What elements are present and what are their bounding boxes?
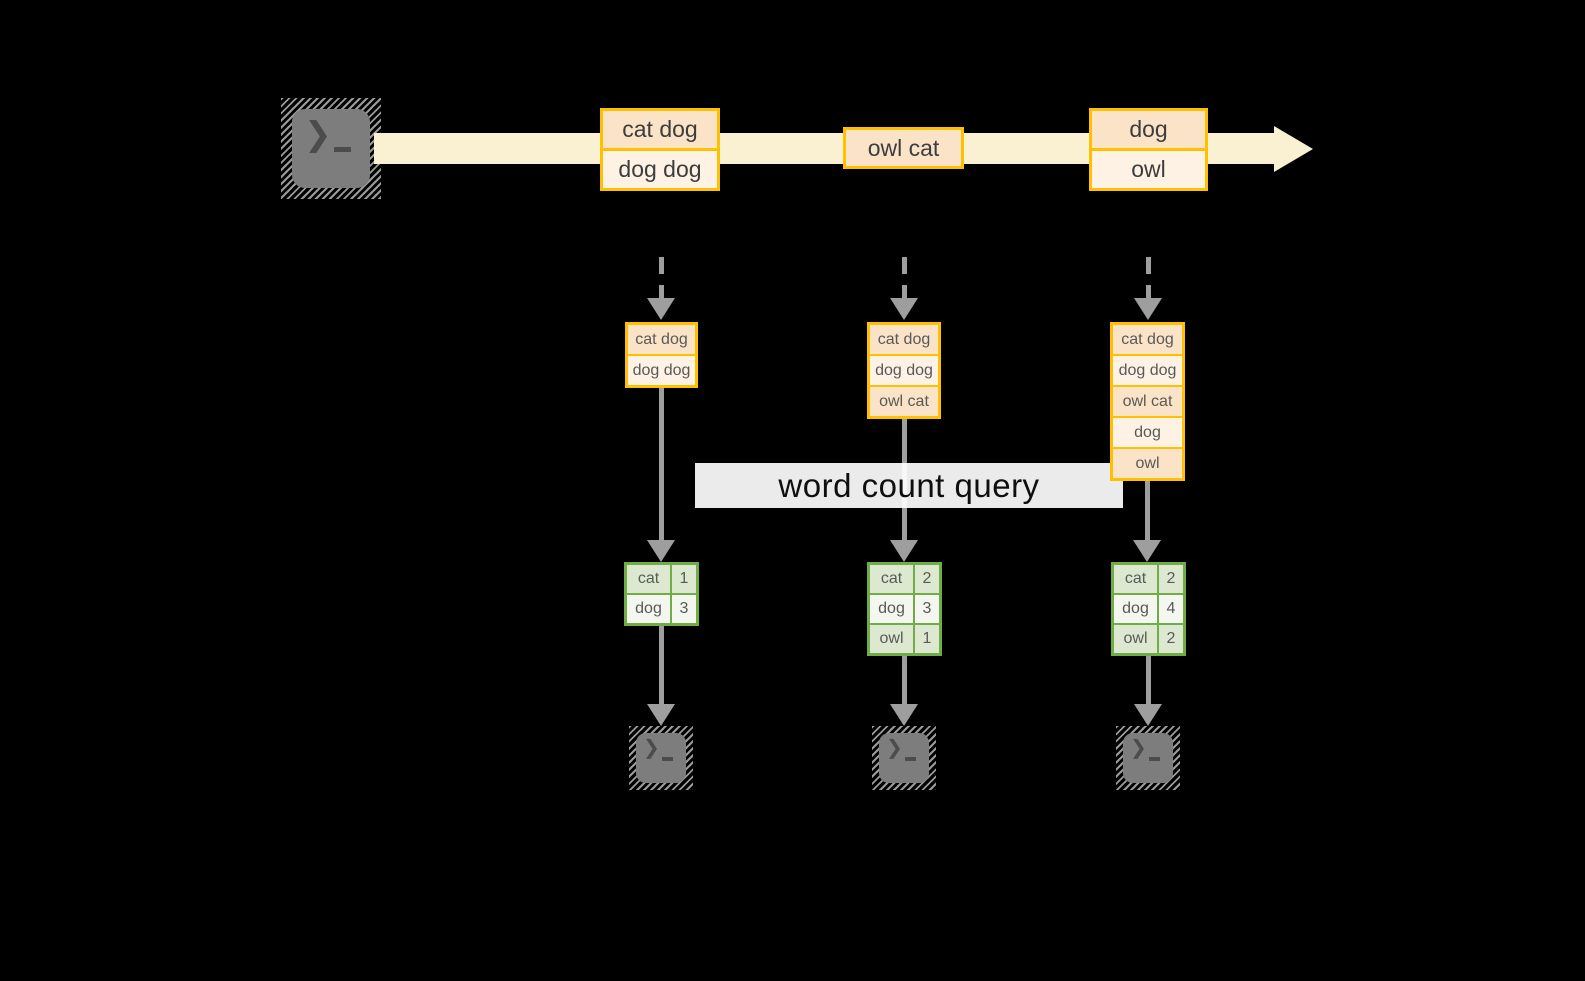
output-terminal-icon-2: ❯ bbox=[872, 726, 936, 790]
result-count: 2 bbox=[1159, 625, 1183, 653]
dashed-arrow-2 bbox=[890, 257, 918, 320]
output-arrow-1 bbox=[647, 626, 675, 726]
result-count: 1 bbox=[915, 625, 939, 653]
input-row: cat dog bbox=[1113, 325, 1182, 354]
arrow-head-icon bbox=[890, 298, 918, 320]
arrow-head-icon bbox=[890, 704, 918, 726]
output-terminal-icon-3: ❯ bbox=[1116, 726, 1180, 790]
result-row: cat 2 bbox=[1114, 565, 1183, 593]
query-arrow-3 bbox=[1133, 479, 1161, 562]
arrow-shaft bbox=[901, 656, 907, 710]
result-word: cat bbox=[627, 565, 670, 593]
batch-line: dog bbox=[1092, 111, 1205, 148]
arrow-head-icon bbox=[1134, 704, 1162, 726]
stream-batch-1: cat dog dog dog bbox=[600, 108, 720, 191]
result-table-1: cat 1 dog 3 bbox=[624, 562, 699, 626]
prompt-cursor-icon bbox=[334, 147, 351, 152]
terminal-screen: ❯ bbox=[1123, 733, 1173, 783]
result-count: 1 bbox=[672, 565, 696, 593]
prompt-cursor-icon bbox=[662, 757, 673, 761]
result-row: dog 4 bbox=[1114, 595, 1183, 623]
input-row: dog bbox=[1113, 418, 1182, 447]
arrow-head-icon bbox=[1134, 298, 1162, 320]
batch-line: owl bbox=[1092, 151, 1205, 188]
prompt-chevron-icon: ❯ bbox=[1130, 737, 1147, 759]
input-row: cat dog bbox=[870, 325, 938, 354]
arrow-head-icon bbox=[890, 540, 918, 562]
result-word: owl bbox=[1114, 625, 1157, 653]
result-word: cat bbox=[870, 565, 913, 593]
input-row: cat dog bbox=[628, 325, 695, 354]
query-band: word count query bbox=[695, 463, 1123, 508]
input-row: owl bbox=[1113, 449, 1182, 478]
arrow-shaft bbox=[658, 386, 664, 546]
stream-batch-2: owl cat bbox=[843, 127, 964, 169]
query-label: word count query bbox=[778, 467, 1040, 504]
arrow-shaft bbox=[1145, 656, 1151, 710]
prompt-cursor-icon bbox=[905, 757, 916, 761]
input-row: owl cat bbox=[870, 387, 938, 416]
result-word: cat bbox=[1114, 565, 1157, 593]
terminal-screen: ❯ bbox=[292, 109, 370, 188]
input-table-3: cat dog dog dog owl cat dog owl bbox=[1110, 322, 1185, 481]
stream-arrow-head-icon bbox=[1274, 126, 1313, 172]
result-row: cat 2 bbox=[870, 565, 939, 593]
input-row: dog dog bbox=[628, 356, 695, 385]
dashed-arrow-1 bbox=[647, 257, 675, 320]
result-word: dog bbox=[870, 595, 913, 623]
arrow-head-icon bbox=[647, 704, 675, 726]
result-count: 2 bbox=[1159, 565, 1183, 593]
result-row: cat 1 bbox=[627, 565, 696, 593]
prompt-chevron-icon: ❯ bbox=[643, 737, 660, 759]
result-count: 2 bbox=[915, 565, 939, 593]
arrow-shaft bbox=[658, 257, 664, 304]
batch-line: owl cat bbox=[846, 130, 961, 166]
stream-batch-3: dog owl bbox=[1089, 108, 1208, 191]
prompt-cursor-icon bbox=[1149, 757, 1160, 761]
result-count: 3 bbox=[915, 595, 939, 623]
query-arrow-1 bbox=[647, 386, 675, 562]
arrow-shaft bbox=[658, 626, 664, 710]
arrow-shaft bbox=[901, 257, 907, 304]
result-row: owl 2 bbox=[1114, 625, 1183, 653]
batch-line: cat dog bbox=[603, 111, 717, 148]
input-table-1: cat dog dog dog bbox=[625, 322, 698, 388]
dashed-arrow-3 bbox=[1134, 257, 1162, 320]
result-row: dog 3 bbox=[870, 595, 939, 623]
arrow-head-icon bbox=[647, 540, 675, 562]
terminal-screen: ❯ bbox=[879, 733, 929, 783]
source-terminal-icon: ❯ bbox=[281, 98, 381, 199]
input-row: dog dog bbox=[870, 356, 938, 385]
prompt-chevron-icon: ❯ bbox=[304, 115, 332, 152]
arrow-shaft bbox=[1145, 257, 1151, 304]
result-row: owl 1 bbox=[870, 625, 939, 653]
result-row: dog 3 bbox=[627, 595, 696, 623]
result-table-2: cat 2 dog 3 owl 1 bbox=[867, 562, 942, 656]
result-count: 3 bbox=[672, 595, 696, 623]
arrow-head-icon bbox=[647, 298, 675, 320]
arrow-head-icon bbox=[1133, 540, 1161, 562]
input-row: owl cat bbox=[1113, 387, 1182, 416]
result-word: owl bbox=[870, 625, 913, 653]
output-arrow-2 bbox=[890, 656, 918, 726]
input-row: dog dog bbox=[1113, 356, 1182, 385]
output-arrow-3 bbox=[1134, 656, 1162, 726]
output-terminal-icon-1: ❯ bbox=[629, 726, 693, 790]
prompt-chevron-icon: ❯ bbox=[886, 737, 903, 759]
batch-line: dog dog bbox=[603, 151, 717, 188]
result-count: 4 bbox=[1159, 595, 1183, 623]
result-word: dog bbox=[1114, 595, 1157, 623]
input-table-2: cat dog dog dog owl cat bbox=[867, 322, 941, 419]
result-word: dog bbox=[627, 595, 670, 623]
result-table-3: cat 2 dog 4 owl 2 bbox=[1111, 562, 1186, 656]
arrow-shaft bbox=[1144, 479, 1150, 546]
terminal-screen: ❯ bbox=[636, 733, 686, 783]
